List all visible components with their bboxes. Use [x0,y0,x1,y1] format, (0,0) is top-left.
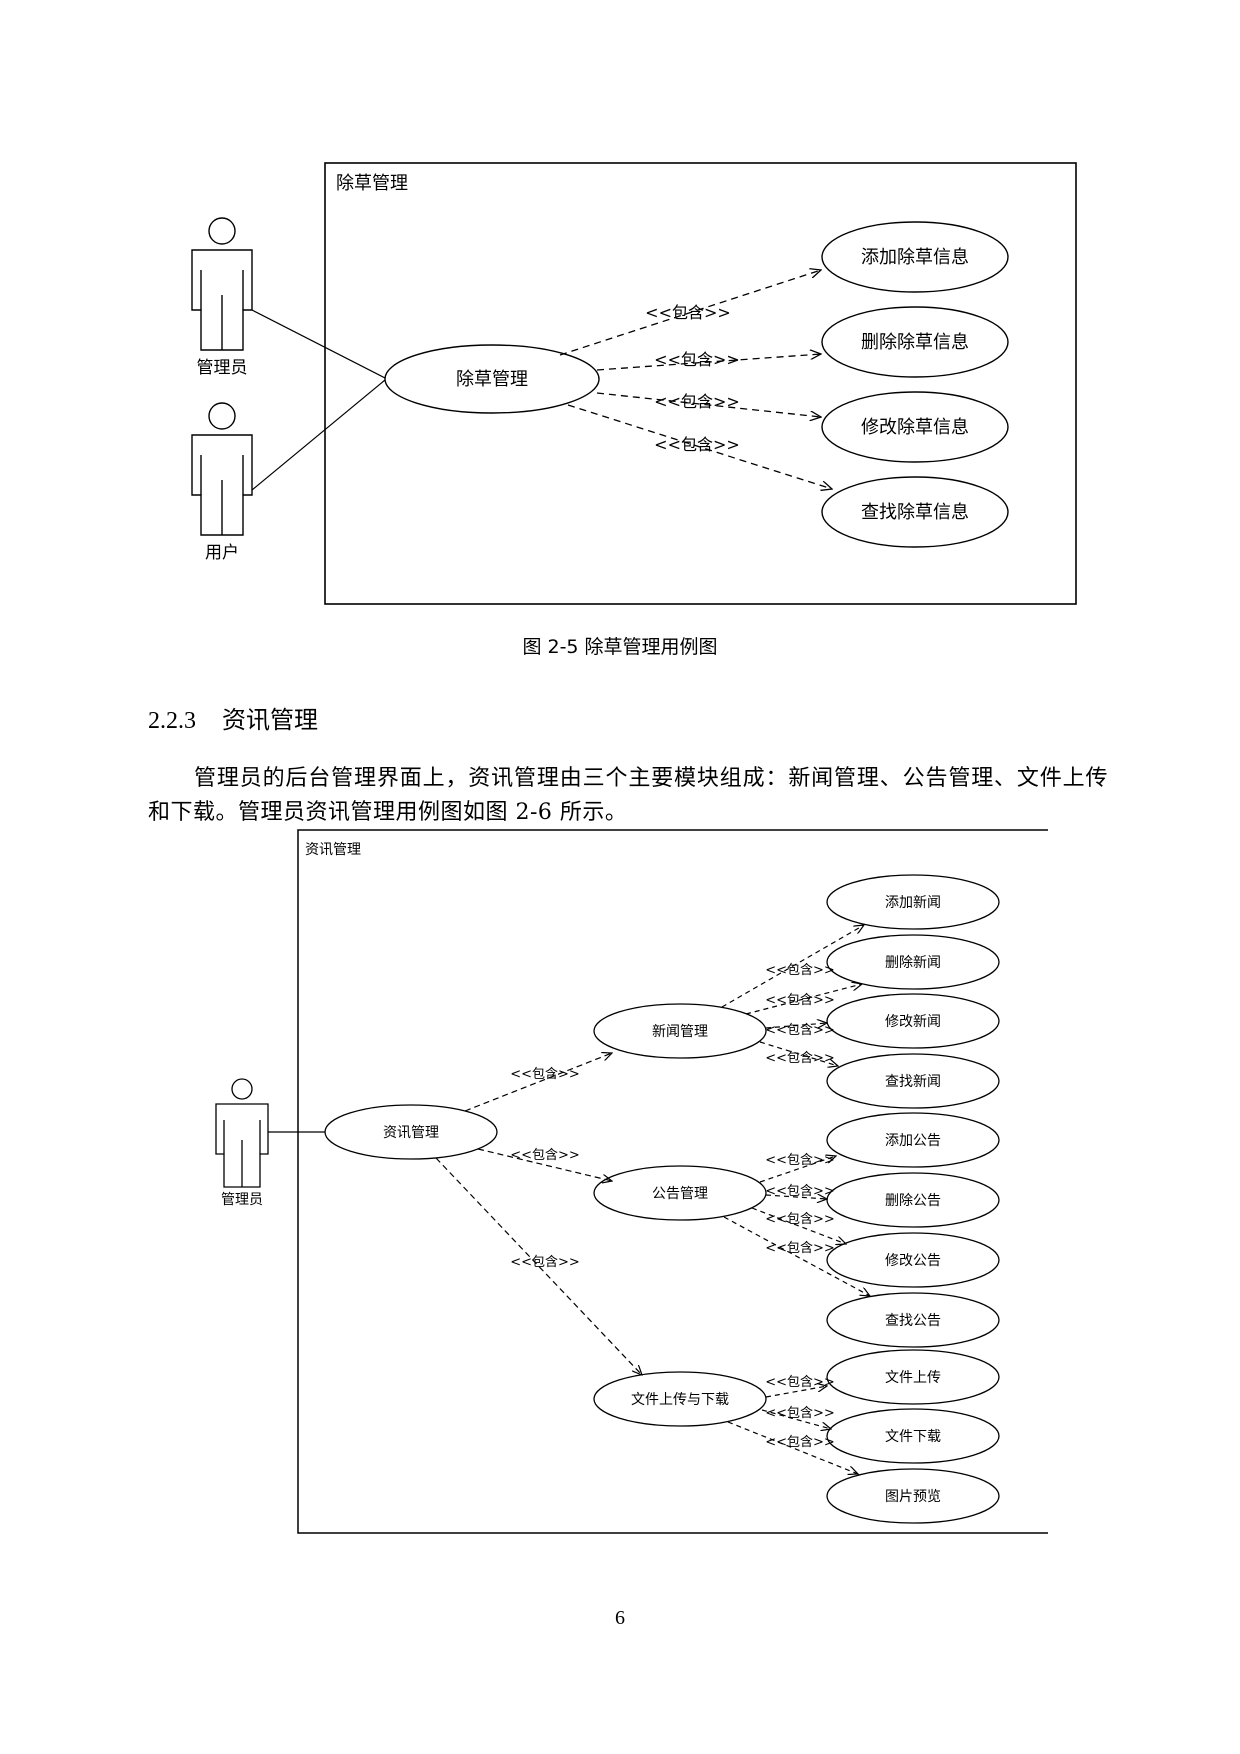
include-edge-file-upload [765,1386,827,1398]
actor-admin [215,1078,269,1188]
usecase-delete-label: 删除除草信息 [861,332,969,353]
usecase-modify [821,391,1009,463]
actor-user-label: 用户 [205,543,239,563]
usecase-search-news [826,1053,1000,1109]
include-label-add: <<包含>> [645,303,731,322]
include-label-delete: <<包含>> [654,350,740,369]
section-number: 2.2.3 [148,708,196,734]
usecase-add [821,221,1009,293]
include-edge-notice-module [477,1148,612,1181]
usecase-add-news-label: 添加新闻 [885,895,941,911]
news-usecase-diagram: 资讯管理 管理员 资讯管理 新闻管理 公告管理 文件上传与下载 <<包含>> <… [215,829,1048,1534]
include-edge-search [567,404,832,489]
usecase-notice-module [593,1165,767,1221]
include-edge-search-notice [723,1216,870,1296]
actor-admin [191,217,253,351]
usecase-file-upload [826,1349,1000,1405]
include-edge-modify-notice [751,1207,846,1244]
usecase-file-module [593,1371,767,1427]
include-label-delete-notice: <<包含>> [765,1183,835,1199]
include-label-delete-news: <<包含>> [765,992,835,1008]
usecase-add-notice [826,1112,1000,1168]
usecase-weeding-management-label: 除草管理 [456,369,528,390]
usecase-add-label: 添加除草信息 [861,247,969,268]
actor-user [191,402,253,536]
include-label-file-upload: <<包含>> [765,1374,835,1390]
page-number: 6 [615,1607,625,1629]
usecase-delete-news [826,934,1000,990]
usecase-modify-label: 修改除草信息 [861,417,969,438]
usecase-delete-news-label: 删除新闻 [885,955,941,971]
body-paragraph: 管理员的后台管理界面上，资讯管理由三个主要模块组成：新闻管理、公告管理、文件上传… [148,766,1108,825]
include-edge-delete-notice [765,1195,827,1199]
include-label-file-download: <<包含>> [765,1405,835,1421]
actor-admin-label: 管理员 [197,358,248,378]
usecase-news-management-label: 资讯管理 [383,1125,439,1141]
section-heading: 2.2.3 资讯管理 [148,700,318,735]
include-edge-add-news [721,925,864,1008]
system-boundary [324,162,1077,605]
figure-caption: 图 2-5 除草管理用例图 [522,636,718,658]
include-edge-file-download [761,1409,831,1429]
usecase-search [821,476,1009,548]
usecase-image-preview-label: 图片预览 [885,1489,941,1505]
usecase-file-download [826,1408,1000,1464]
usecase-news-module [593,1003,767,1059]
usecase-add-news [826,874,1000,930]
include-label-file-module: <<包含>> [510,1254,580,1270]
include-label-modify: <<包含>> [654,392,740,411]
usecase-search-label: 查找除草信息 [861,502,969,523]
weeding-usecase-diagram: 除草管理 管理员 用户 除草管理 添加除草信息 删除除草信息 [191,162,1077,605]
system-label: 除草管理 [336,173,408,194]
include-label-image-preview: <<包含>> [765,1434,835,1450]
include-label-modify-news: <<包含>> [765,1022,835,1038]
include-label-search-notice: <<包含>> [765,1240,835,1256]
usecase-file-download-label: 文件下载 [885,1429,941,1445]
usecase-file-module-label: 文件上传与下载 [631,1392,729,1408]
system-label: 资讯管理 [305,842,361,858]
include-label-search: <<包含>> [654,435,740,454]
include-label-news-module: <<包含>> [510,1066,580,1082]
usecase-search-news-label: 查找新闻 [885,1074,941,1090]
include-label-search-news: <<包含>> [765,1050,835,1066]
usecase-delete-notice-label: 删除公告 [885,1193,941,1209]
include-edge-delete-news [745,984,862,1015]
usecase-add-notice-label: 添加公告 [885,1133,941,1149]
include-label-add-notice: <<包含>> [765,1152,835,1168]
usecase-notice-module-label: 公告管理 [652,1186,708,1202]
usecase-news-management [324,1104,498,1160]
usecase-modify-notice-label: 修改公告 [885,1253,941,1269]
usecase-news-module-label: 新闻管理 [652,1024,708,1040]
include-edge-add-notice [759,1156,836,1183]
usecase-modify-news-label: 修改新闻 [885,1014,941,1030]
include-edge-news-module [464,1053,612,1112]
association-admin [251,309,386,379]
usecase-weeding-management [384,344,600,414]
system-boundary [297,829,1048,1534]
usecase-search-notice [826,1292,1000,1348]
usecase-image-preview [826,1468,1000,1524]
usecase-modify-notice [826,1232,1000,1288]
association-user [251,379,386,491]
usecase-delete [821,306,1009,378]
usecase-file-upload-label: 文件上传 [885,1370,941,1386]
include-edge-delete [596,354,821,371]
include-edge-modify [596,392,821,417]
include-edge-modify-news [765,1023,827,1029]
actor-admin-label: 管理员 [221,1192,263,1208]
include-label-add-news: <<包含>> [765,962,835,978]
usecase-search-notice-label: 查找公告 [885,1313,941,1329]
include-edge-add [559,270,821,356]
include-edge-search-news [759,1041,838,1066]
section-title: 资讯管理 [222,706,318,734]
include-label-notice-module: <<包含>> [510,1147,580,1163]
include-label-modify-notice: <<包含>> [765,1211,835,1227]
